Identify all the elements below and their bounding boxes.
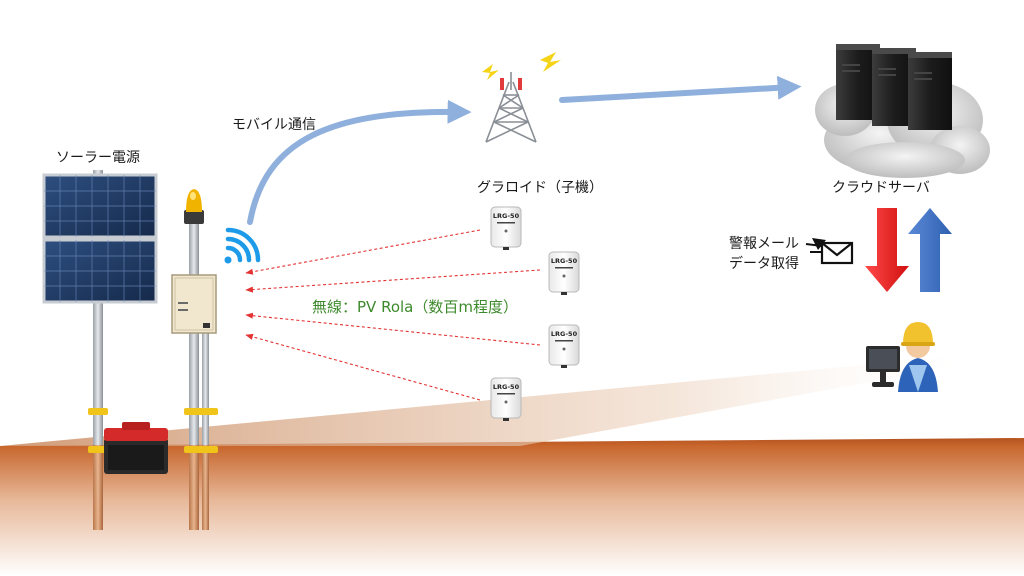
mobile-comm-label: モバイル通信 (232, 117, 316, 133)
radio-link-4 (245, 333, 481, 401)
control-box-icon (171, 222, 218, 530)
alert-mail-label: 警報メール (729, 236, 799, 252)
mail-icon (805, 238, 854, 265)
operator-icon (866, 322, 938, 392)
cell-tower-icon (482, 52, 561, 143)
sensor-unit-icon: LRG-50 (490, 206, 522, 250)
sensor-model-label: LRG-50 (551, 257, 578, 265)
sensor-model-label: LRG-50 (551, 330, 578, 338)
data-beam (0, 356, 980, 446)
data-fetch-label: データ取得 (729, 256, 799, 272)
battery-icon (104, 422, 168, 474)
sensor-unit-icon: LRG-50 (548, 324, 580, 368)
mobile-comm-arrow (247, 99, 472, 225)
data-up-arrow (908, 208, 952, 292)
sensor-unit-icon: LRG-50 (548, 251, 580, 295)
wireless-label: 無線：PV Rola（数百m程度） (312, 298, 518, 316)
radio-link-2 (245, 269, 541, 293)
cloud-server-icon (815, 44, 990, 178)
solar-panel-icon (42, 170, 158, 530)
groloid-label: グラロイド（子機） (477, 180, 603, 196)
solar-power-label: ソーラー電源 (56, 150, 140, 166)
sensor-model-label: LRG-50 (493, 212, 520, 220)
sensor-model-label: LRG-50 (493, 383, 520, 391)
sensor-unit-icon: LRG-50 (490, 377, 522, 421)
radio-link-1 (245, 229, 481, 275)
tower-to-cloud-arrow (559, 75, 802, 103)
warning-light-icon (184, 189, 204, 224)
wireless-signal-icon (224, 227, 261, 264)
radio-link-3 (245, 312, 541, 346)
radio-links (245, 229, 541, 401)
alert-down-arrow (865, 208, 909, 292)
cloud-server-label: クラウドサーバ (832, 180, 930, 196)
ground (0, 356, 1024, 576)
